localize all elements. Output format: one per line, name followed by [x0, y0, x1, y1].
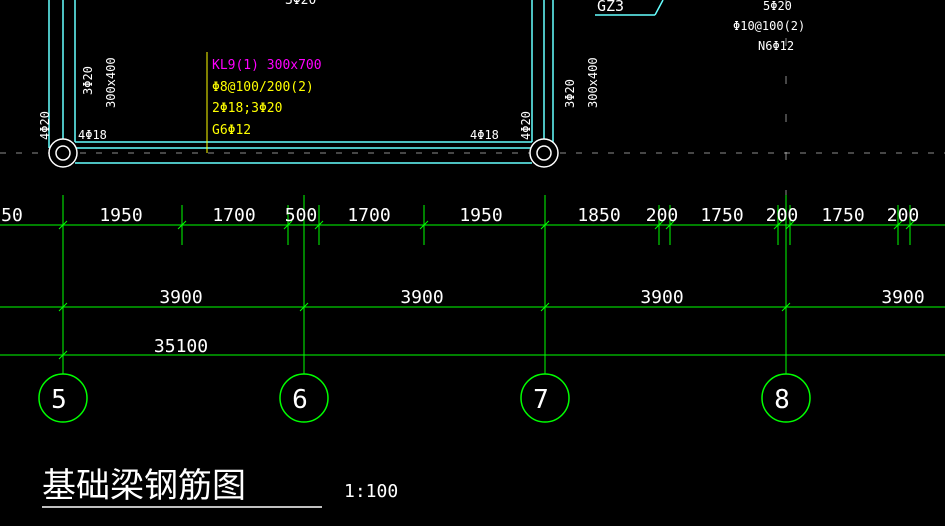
dim-row3-text: 35100 [154, 336, 208, 357]
dimension-ticks-row2 [58, 302, 791, 360]
dim-row2-text: 3900 [640, 287, 683, 308]
dim-row2-text: 3900 [881, 287, 924, 308]
dim-row1-text: 200 [646, 205, 679, 226]
dimension-row2: 3900 3900 3900 3900 [159, 287, 924, 308]
dim-row1-text: 1850 [577, 205, 620, 226]
dim-row1-text: 1950 [99, 205, 142, 226]
grid-axis-label: 7 [533, 385, 549, 415]
right-annot-line1: 5Φ20 [763, 0, 792, 13]
right-annot-line3: N6Φ12 [758, 39, 794, 53]
right-annot-line2: Φ10@100(2) [733, 19, 805, 33]
dim-row1-text: 1950 [459, 205, 502, 226]
dim-row1-text: 200 [887, 205, 920, 226]
dim-row1-text: 1750 [821, 205, 864, 226]
grid-axis-6: 6 [279, 373, 329, 423]
dim-row1-text: 1700 [212, 205, 255, 226]
dimension-lines [0, 224, 945, 356]
left-bottom-rebar: 4Φ18 [78, 128, 107, 142]
left-column-size: 300x400 [104, 57, 118, 108]
beam-outline [48, 0, 554, 164]
beam-stirrup: Φ8@100/200(2) [212, 80, 314, 95]
grid-axis-5: 5 [38, 373, 88, 423]
dim-row1-text: 1700 [347, 205, 390, 226]
dimension-row1: 50 1950 1700 500 1700 1950 1850 200 1750… [1, 205, 919, 226]
left-side-rebar: 3Φ20 [81, 66, 95, 95]
drawing-scale: 1:100 [344, 481, 398, 502]
grid-axis-label: 6 [292, 385, 308, 415]
column-left [48, 138, 78, 168]
right-column-size: 300x400 [586, 57, 600, 108]
partial-top-label: 3Φ20 [285, 0, 316, 8]
drawing-title: 基础梁钢筋图 [42, 466, 246, 506]
dim-row1-text: 50 [1, 205, 23, 226]
beam-name: KL9(1) 300x700 [212, 58, 322, 73]
dim-row2-text: 3900 [159, 287, 202, 308]
beam-side-rebar: G6Φ12 [212, 123, 251, 138]
grid-axis-7: 7 [520, 373, 570, 423]
gz3-tag: GZ3 [595, 0, 664, 16]
right-corner-rebar: 4Φ20 [519, 111, 533, 140]
left-corner-rebar: 4Φ20 [38, 111, 52, 140]
right-bottom-rebar: 4Φ18 [470, 128, 499, 142]
right-side-rebar: 3Φ20 [563, 79, 577, 108]
gz3-label: GZ3 [597, 0, 624, 15]
column-right [529, 138, 559, 168]
grid-axis-label: 8 [774, 385, 790, 415]
dim-row1-text: 500 [285, 205, 318, 226]
grid-axis-8: 8 [761, 373, 811, 423]
dimension-row3: 35100 [154, 336, 208, 357]
dim-row2-text: 3900 [400, 287, 443, 308]
grid-axis-label: 5 [51, 385, 67, 415]
grid-axis-lines [62, 0, 787, 374]
dim-row1-text: 200 [766, 205, 799, 226]
dim-row1-text: 1750 [700, 205, 743, 226]
dimension-ticks-row1 [58, 205, 915, 245]
beam-main-rebar: 2Φ18;3Φ20 [212, 101, 282, 116]
